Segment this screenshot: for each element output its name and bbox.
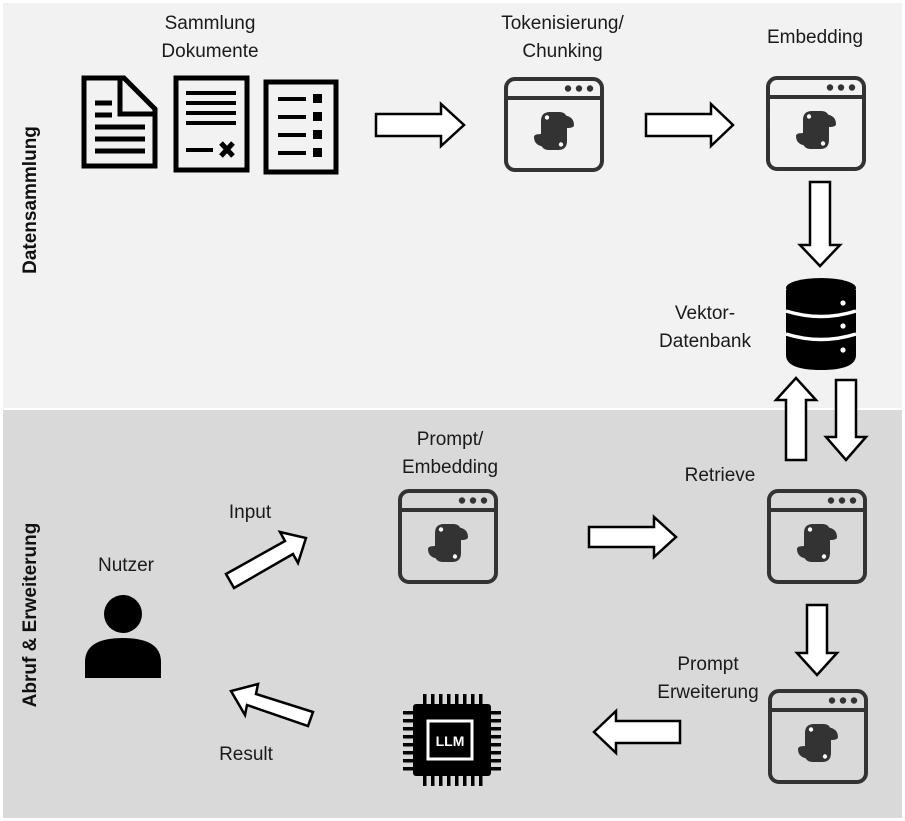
arrow-result xyxy=(229,682,315,728)
label-tokenization: Tokenisierung/ Chunking xyxy=(501,13,624,62)
arrow-docs-to-tokenization xyxy=(374,101,466,149)
python-tokenizer-icon xyxy=(504,77,604,172)
label-embedding: Embedding xyxy=(766,27,864,48)
document-icon xyxy=(81,75,158,169)
label-retrieve: Retrieve xyxy=(684,465,756,486)
arrow-retrieve-to-prompt-extension xyxy=(794,603,840,677)
python-embedding-icon xyxy=(766,76,866,171)
label-input: Input xyxy=(228,502,272,523)
label-prompt-embedding: Prompt/ Embedding xyxy=(401,429,499,478)
python-prompt-embedding-icon xyxy=(398,489,498,584)
llm-chip-label: LLM xyxy=(436,733,465,749)
label-result: Result xyxy=(219,744,273,765)
label-user: Nutzer xyxy=(98,555,154,576)
label-prompt-extension: Prompt Erweiterung xyxy=(657,654,759,703)
checklist-document-icon xyxy=(263,79,339,175)
arrow-tokenization-to-embedding xyxy=(644,101,735,149)
label-document-collection: Sammlung Dokumente xyxy=(161,13,259,62)
user-icon xyxy=(85,595,161,678)
arrow-retrieve-to-vector-db xyxy=(773,376,819,462)
arrow-embedding-to-vector-db xyxy=(797,180,843,268)
arrow-prompt-embedding-to-retrieve xyxy=(587,514,678,560)
arrow-input xyxy=(224,530,308,590)
label-vector-database: Vektor- Datenbank xyxy=(659,303,751,352)
vector-database-icon xyxy=(785,278,857,370)
arrow-prompt-extension-to-llm xyxy=(592,708,682,756)
arrow-vector-db-to-retrieve xyxy=(823,378,869,462)
python-prompt-extension-icon xyxy=(768,689,868,784)
python-retrieve-icon xyxy=(767,489,867,584)
data-collection-section xyxy=(3,3,902,408)
form-document-icon xyxy=(173,75,250,173)
llm-chip-icon: LLM xyxy=(403,694,501,786)
